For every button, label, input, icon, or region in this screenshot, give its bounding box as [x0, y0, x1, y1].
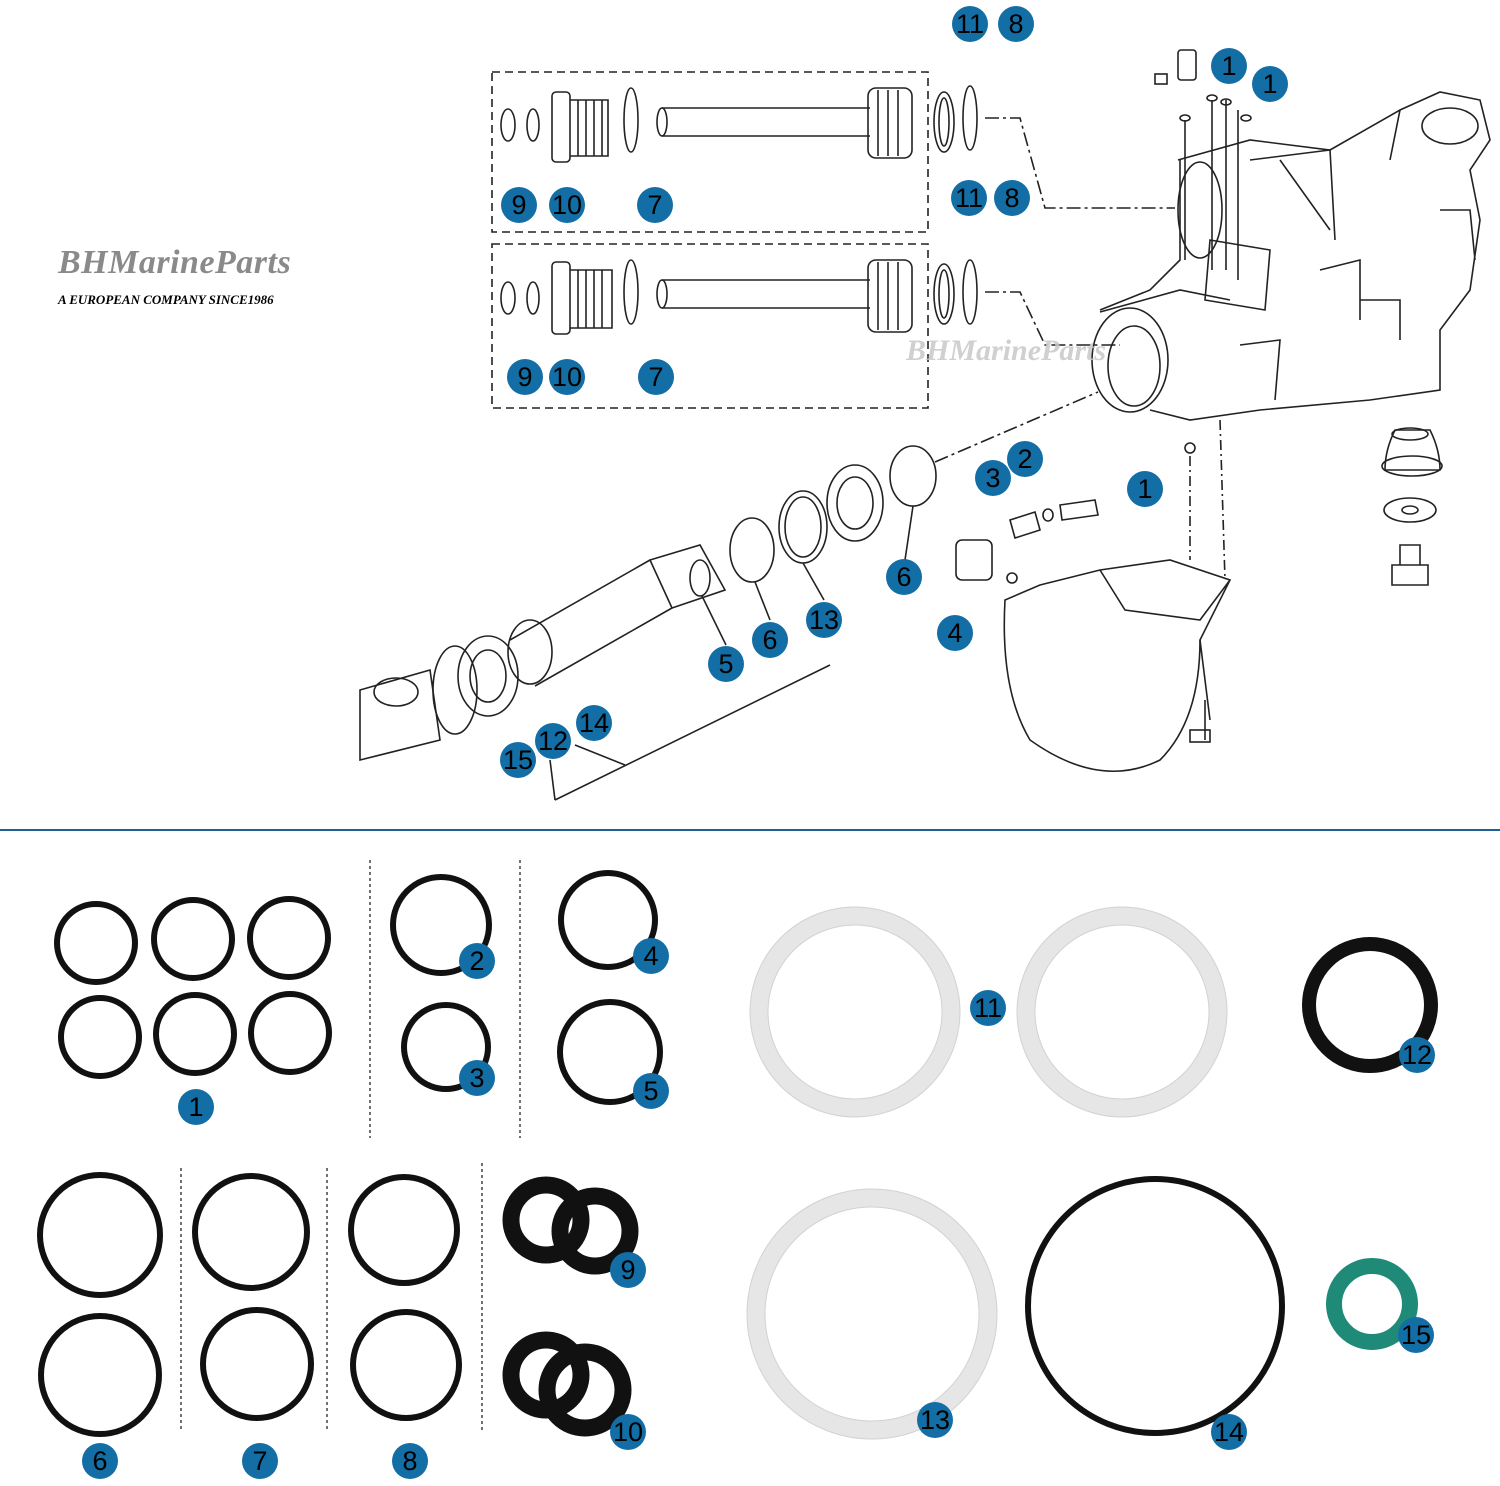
part-badge: 5: [633, 1073, 669, 1109]
oring-6: [38, 1313, 162, 1437]
callout-badge: 8: [994, 180, 1030, 216]
callout-badge: 6: [752, 622, 788, 658]
part-badge: 4: [633, 938, 669, 974]
callout-badge: 8: [998, 6, 1034, 42]
seal-kit-box-lower: [491, 243, 929, 409]
wiper-seal-10: [538, 1343, 632, 1437]
callout-badge: 5: [708, 646, 744, 682]
part-badge: 11: [970, 990, 1006, 1026]
brand-watermark: BHMarineParts: [906, 334, 1107, 367]
part-badge: 2: [459, 943, 495, 979]
part-badge: 14: [1211, 1414, 1247, 1450]
oring-1: [247, 896, 331, 980]
callout-badge: 1: [1127, 471, 1163, 507]
callout-badge: 10: [549, 187, 585, 223]
callout-badge: 6: [886, 559, 922, 595]
oring-5: [557, 999, 663, 1105]
oring-1: [248, 991, 332, 1075]
oring-12: [1302, 937, 1438, 1073]
callout-badge: 15: [500, 742, 536, 778]
part-badge: 15: [1398, 1317, 1434, 1353]
callout-badge: 7: [638, 359, 674, 395]
oring-8: [350, 1309, 462, 1421]
callout-badge: 9: [507, 359, 543, 395]
oring-1: [151, 897, 235, 981]
callout-badge: 14: [576, 705, 612, 741]
oring-7: [200, 1307, 314, 1421]
exploded-diagram: [359, 49, 1491, 801]
callout-badge: 1: [1211, 48, 1247, 84]
brand-block: BHMarineParts A EUROPEAN COMPANY SINCE19…: [58, 244, 291, 308]
upper-cylinder-assembly: [500, 87, 913, 163]
callout-badge: 2: [1007, 441, 1043, 477]
lower-cylinder-assembly: [500, 259, 913, 335]
part-badge: 13: [917, 1402, 953, 1438]
reservoir: [1003, 559, 1232, 773]
brand-tagline: A EUROPEAN COMPANY SINCE1986: [58, 292, 274, 307]
part-badge: 8: [392, 1443, 428, 1479]
wiper-seal-9: [551, 1187, 639, 1275]
section-divider: [0, 829, 1500, 831]
callout-badge: 12: [535, 723, 571, 759]
piston-rod-assembly: [359, 445, 1099, 762]
oring-1: [54, 901, 138, 985]
callout-badge: 11: [951, 180, 987, 216]
part-badge: 12: [1399, 1037, 1435, 1073]
oring-4: [558, 870, 658, 970]
oring-14: [1025, 1176, 1285, 1436]
oring-7: [192, 1173, 310, 1291]
oring-3: [401, 1002, 491, 1092]
callout-badge: 9: [501, 187, 537, 223]
seal-kit-box-upper: [491, 71, 929, 233]
backup-ring-11: [750, 907, 960, 1117]
oring-1: [153, 992, 237, 1076]
part-badge: 9: [610, 1252, 646, 1288]
seal-ring-15: [1326, 1258, 1418, 1350]
oring-6: [37, 1172, 163, 1298]
oring-8: [348, 1174, 460, 1286]
callout-badge: 4: [937, 615, 973, 651]
brand-name: BHMarineParts: [58, 244, 292, 281]
backup-ring-11: [1017, 907, 1227, 1117]
part-badge: 1: [178, 1089, 214, 1125]
callout-badge: 11: [952, 6, 988, 42]
part-badge: 10: [610, 1414, 646, 1450]
oring-1: [58, 995, 142, 1079]
part-badge: 3: [459, 1060, 495, 1096]
oring-2: [390, 874, 492, 976]
part-badge: 6: [82, 1443, 118, 1479]
callout-badge: 13: [806, 602, 842, 638]
callout-badge: 7: [637, 187, 673, 223]
callout-badge: 10: [549, 359, 585, 395]
part-badge: 7: [242, 1443, 278, 1479]
wiper-seal-9: [502, 1176, 590, 1264]
callout-badge: 1: [1252, 66, 1288, 102]
backup-ring-13: [747, 1189, 997, 1439]
tilt-housing: [1091, 91, 1491, 421]
callout-badge: 3: [975, 460, 1011, 496]
